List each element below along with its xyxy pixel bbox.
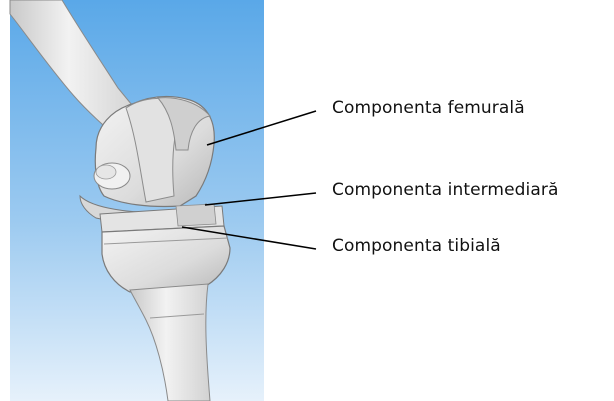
tibial-component [102,226,230,292]
label-intermediate-component: Componenta intermediară [332,180,559,200]
label-femoral-component: Componenta femurală [332,98,525,118]
label-tibial-component: Componenta tibială [332,236,501,256]
